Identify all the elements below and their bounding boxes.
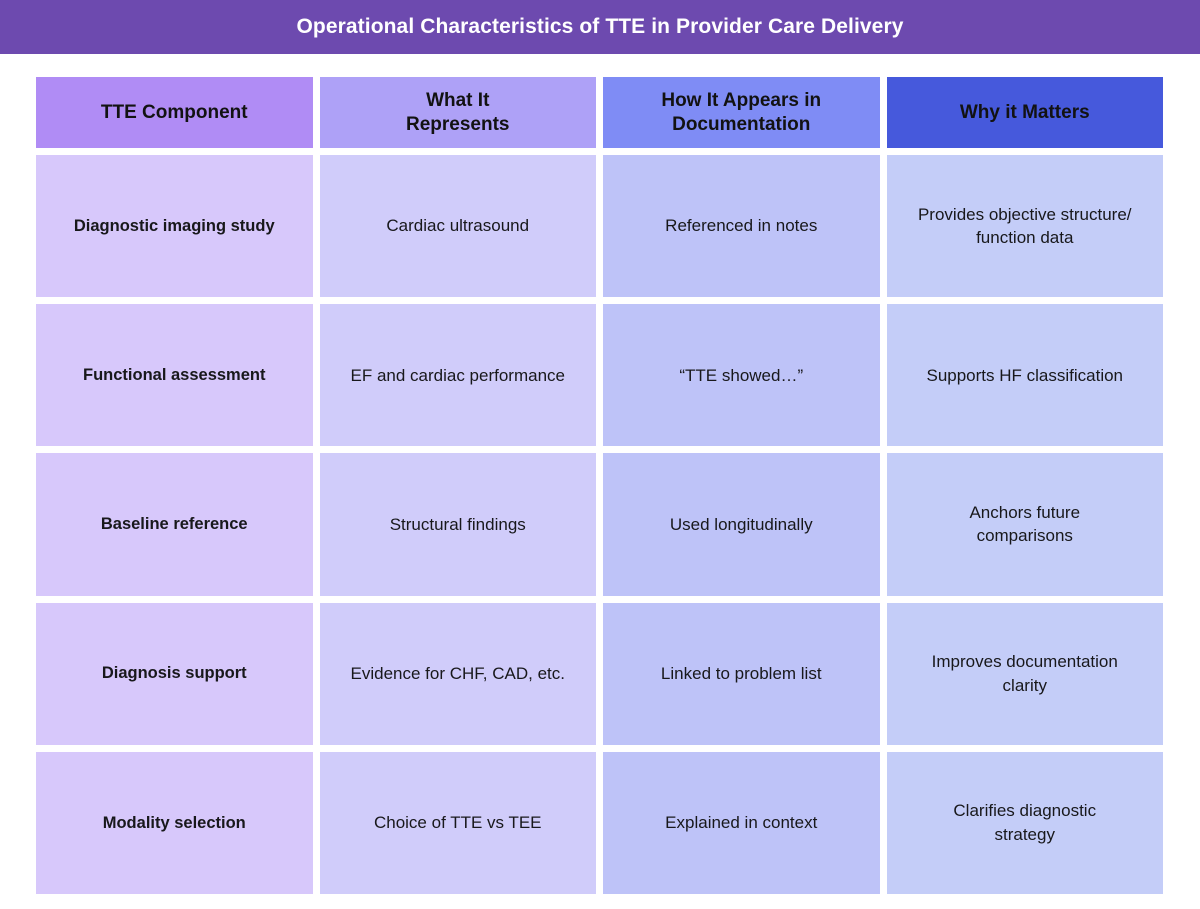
column-header-what-it-represents: What It Represents <box>319 77 596 148</box>
table-row: Supports HF classification <box>886 304 1163 447</box>
column-header-why-it-matters: Why it Matters <box>886 77 1163 148</box>
comparison-table: TTE Component What It Represents How It … <box>36 77 1163 894</box>
column-header-tte-component: TTE Component <box>36 77 313 148</box>
table-grid: TTE Component What It Represents How It … <box>36 77 1163 894</box>
table-row: Improves documentation clarity <box>886 602 1163 745</box>
table-row: Modality selection <box>36 751 313 894</box>
column-header-how-it-appears-in-documentation: How It Appears in Documentation <box>603 77 880 148</box>
table-row: Anchors future comparisons <box>886 453 1163 596</box>
table-row: Clarifies diagnostic strategy <box>886 751 1163 894</box>
table-row: Provides objective structure/ function d… <box>886 155 1163 298</box>
title-bar: Operational Characteristics of TTE in Pr… <box>0 0 1200 54</box>
table-row: Structural findings <box>319 453 596 596</box>
table-row: Evidence for CHF, CAD, etc. <box>319 602 596 745</box>
table-row: Explained in context <box>603 751 880 894</box>
table-row: Functional assessment <box>36 304 313 447</box>
table-row: Used longitudinally <box>603 453 880 596</box>
table-row: EF and cardiac performance <box>319 304 596 447</box>
table-row: “TTE showed…” <box>603 304 880 447</box>
table-row: Linked to problem list <box>603 602 880 745</box>
table-row: Baseline reference <box>36 453 313 596</box>
table-row: Diagnostic imaging study <box>36 155 313 298</box>
table-row: Choice of TTE vs TEE <box>319 751 596 894</box>
table-row: Cardiac ultrasound <box>319 155 596 298</box>
table-row: Diagnosis support <box>36 602 313 745</box>
table-row: Referenced in notes <box>603 155 880 298</box>
page-title: Operational Characteristics of TTE in Pr… <box>296 15 904 38</box>
